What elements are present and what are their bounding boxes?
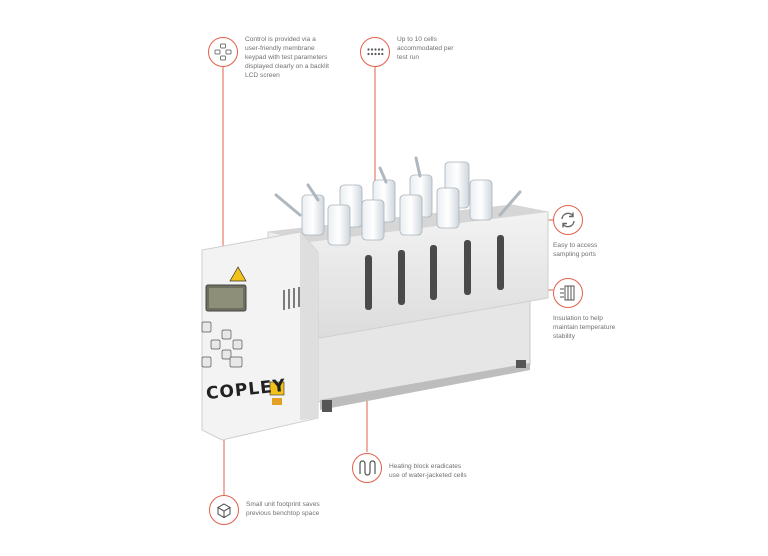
keypad-icon — [208, 37, 238, 67]
insulation-icon — [553, 278, 583, 308]
callout-text-keypad: Control is provided via a user-friendly … — [245, 36, 329, 79]
sampling-arrows-icon — [553, 205, 583, 235]
callout-text-cells: Up to 10 cells accommodated per test run — [397, 36, 454, 61]
heating-coil-icon — [352, 453, 382, 483]
footprint-cube-icon — [209, 495, 239, 525]
callout-text-sampling: Easy to access sampling ports — [553, 242, 598, 258]
callout-text-insulation: Insulation to help maintain temperature … — [553, 315, 616, 340]
cells-grid-icon — [360, 37, 390, 67]
callout-text-heating: Heating block eradicates use of water-ja… — [389, 463, 467, 479]
callout-text-footprint: Small unit footprint saves previous benc… — [246, 501, 320, 517]
